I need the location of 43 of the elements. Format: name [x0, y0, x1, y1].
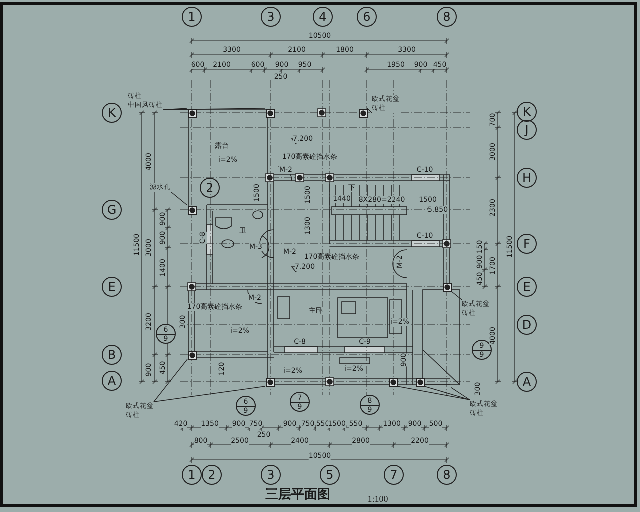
column-symbol — [188, 108, 196, 118]
grid-bubble: 3 — [261, 465, 281, 485]
leader-line — [162, 108, 266, 110]
grid-bubble: 5 — [320, 465, 340, 485]
grid-bubble: G — [102, 200, 122, 220]
grid-bubble: 1 — [182, 7, 202, 27]
leader-line — [170, 192, 188, 206]
grid-bubble: 1 — [182, 465, 202, 485]
grid-bubble: A — [102, 371, 122, 391]
leader-line — [424, 386, 470, 400]
grid-bubble: E — [517, 277, 537, 297]
leader-line — [451, 291, 462, 300]
drawing-title: 三层平面图 — [266, 486, 330, 506]
leader-line — [154, 359, 188, 402]
grid-bubble: A — [517, 372, 537, 392]
leader-line — [450, 387, 470, 400]
grid-bubble: 4 — [313, 7, 333, 27]
grid-bubble: 2 — [202, 465, 222, 485]
grid-bubble: 3 — [261, 7, 281, 27]
grid-bubble: 8 — [437, 7, 457, 27]
grid-bubble: K — [102, 103, 122, 123]
grid-bubble: H — [517, 168, 537, 188]
scale-text: 1:100 — [368, 495, 388, 503]
grid-bubble: K — [517, 102, 537, 122]
grid-bubble: 7 — [384, 465, 404, 485]
column-symbol — [442, 282, 452, 292]
column-symbol — [388, 378, 398, 386]
grid-bubble: B — [102, 345, 122, 365]
grid-bubble: D — [517, 315, 537, 335]
grid-bubble: 6 — [357, 7, 377, 27]
column-symbol — [188, 350, 196, 360]
column-symbol — [416, 378, 424, 386]
leader-line — [397, 386, 470, 400]
column-symbol — [358, 108, 368, 118]
column-symbol — [188, 206, 196, 214]
grid-bubble: E — [102, 277, 122, 297]
column-symbol — [266, 108, 274, 118]
grid-bubble: F — [517, 234, 537, 254]
grid-bubble: 2 — [200, 178, 220, 198]
grid-bubble: J — [517, 120, 537, 140]
leader-line — [154, 386, 266, 402]
column-symbol — [266, 378, 274, 386]
grid-bubble: 8 — [437, 465, 457, 485]
